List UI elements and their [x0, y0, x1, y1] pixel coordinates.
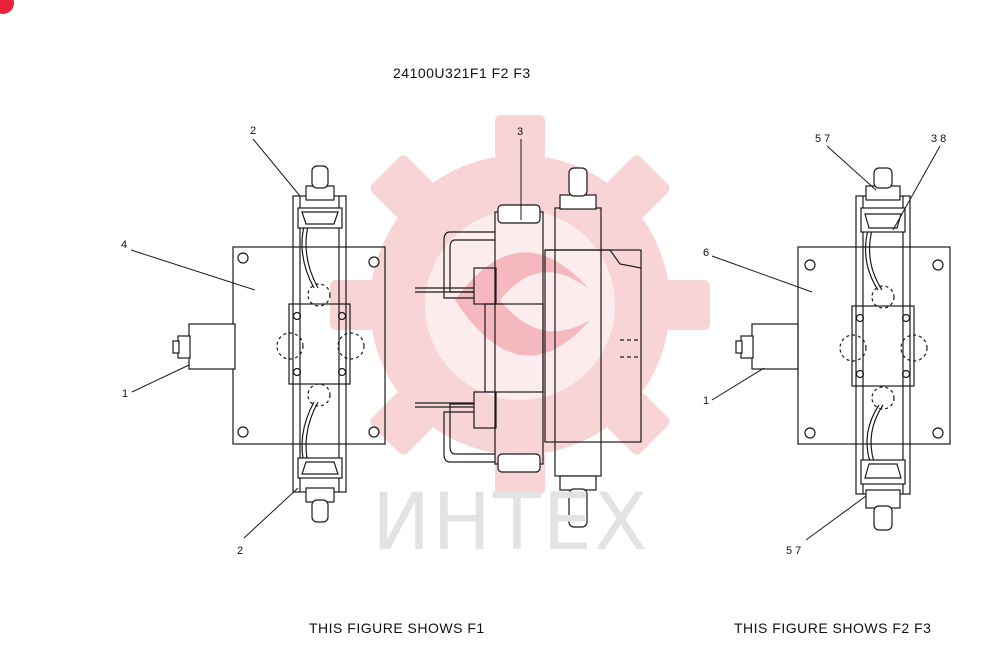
left-bolt-hole-tr: [368, 256, 380, 268]
callout-right-cap: 1: [703, 395, 710, 407]
right-bolt-hole-bl: [804, 427, 816, 439]
callout-left-body: 4: [121, 239, 128, 251]
left-center-block: [288, 303, 351, 385]
left-view: [172, 165, 386, 523]
mid-top-nut: [559, 194, 597, 210]
middle-view: [415, 167, 642, 528]
right-bolt-hole-tr: [932, 259, 944, 271]
mid-valve-block: [484, 303, 544, 393]
right-view: [735, 167, 951, 531]
left-bolt-hole-br: [368, 426, 380, 438]
callout-right-bottom: 5 7: [786, 545, 802, 557]
right-bolt-hole-br: [932, 427, 944, 439]
watermark-gear-inner: [425, 210, 615, 400]
caption-left: THIS FIGURE SHOWS F1: [309, 620, 485, 636]
corner-logo: [0, 0, 14, 14]
right-top-tip: [873, 167, 893, 189]
mid-bottom-tip: [568, 488, 588, 528]
left-bottom-tip: [311, 499, 329, 523]
watermark-swirl: [455, 252, 590, 356]
left-side-cap: [188, 323, 236, 370]
right-side-cap: [751, 323, 799, 370]
right-bolt-hole-tl: [804, 259, 816, 271]
right-center-block: [851, 305, 915, 387]
callout-left-bottom: 2: [237, 545, 244, 557]
left-bolt-hole-tl: [237, 252, 249, 264]
callout-right-top-b: 3 8: [931, 133, 947, 145]
leader-lines: [130, 138, 941, 541]
callout-right-top-a: 5 7: [815, 133, 831, 145]
caption-right: THIS FIGURE SHOWS F2 F3: [734, 620, 932, 636]
right-bottom-tip: [873, 505, 893, 531]
left-top-tip: [311, 165, 329, 189]
callout-mid-top: 3: [517, 126, 524, 138]
callout-right-body: 6: [703, 247, 710, 259]
right-bottom-nut: [865, 489, 901, 509]
watermark-text: ИНТЕХ: [372, 478, 650, 568]
callout-left-cap: 1: [122, 388, 129, 400]
drawing-number: 24100U321F1 F2 F3: [393, 65, 531, 81]
callout-left-top: 2: [250, 125, 257, 137]
left-bolt-hole-bl: [237, 426, 249, 438]
mid-top-tip: [568, 167, 588, 197]
